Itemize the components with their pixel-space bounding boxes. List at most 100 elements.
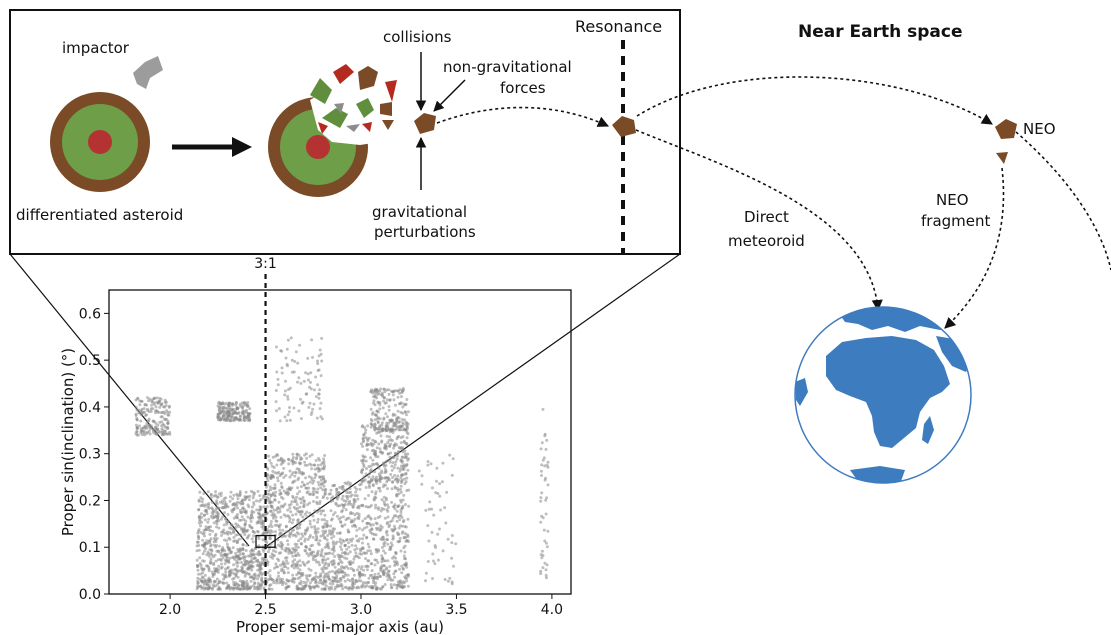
asteroid-point	[233, 557, 236, 561]
asteroid-point	[361, 459, 365, 463]
asteroid-point	[378, 480, 382, 484]
asteroid-point	[240, 536, 244, 540]
asteroid-point	[399, 510, 403, 514]
asteroid-point	[301, 400, 305, 404]
asteroid-point	[362, 439, 365, 442]
asteroid-point	[365, 536, 369, 540]
asteroid-point	[274, 519, 278, 523]
asteroid-point	[297, 376, 301, 380]
asteroid-point	[396, 466, 400, 470]
asteroid-point	[331, 582, 335, 586]
asteroid-point	[209, 557, 213, 561]
asteroid-point	[360, 425, 364, 429]
asteroid-point	[318, 348, 322, 352]
asteroid-point	[329, 509, 333, 513]
asteroid-point	[310, 551, 313, 555]
asteroid-point	[321, 558, 325, 562]
asteroid-point	[266, 560, 270, 564]
asteroid-point	[279, 481, 283, 485]
asteroid-point	[286, 571, 290, 575]
asteroid-point	[251, 490, 255, 494]
asteroid-point	[381, 585, 385, 589]
asteroid-point	[406, 517, 410, 521]
asteroid-point	[140, 433, 144, 437]
asteroid-point	[376, 575, 379, 579]
asteroid-point	[407, 540, 410, 543]
asteroid-point	[378, 447, 382, 451]
asteroid-point	[291, 554, 295, 558]
asteroid-point	[374, 387, 377, 391]
asteroid-point	[397, 526, 401, 530]
asteroid-point	[320, 417, 324, 421]
asteroid-point	[243, 555, 247, 559]
asteroid-point	[343, 503, 347, 506]
asteroid-point	[209, 496, 213, 500]
asteroid-point	[321, 477, 325, 481]
asteroid-point	[292, 580, 296, 584]
asteroid-point	[303, 531, 307, 535]
asteroid-point	[244, 519, 248, 523]
asteroid-point	[266, 479, 270, 483]
asteroid-point	[392, 583, 396, 587]
asteroid-point	[539, 496, 543, 500]
asteroid-point	[417, 469, 421, 473]
asteroid-point	[441, 549, 445, 553]
antarctica-edge	[850, 466, 905, 483]
asteroid-point	[397, 450, 401, 454]
asteroid-point	[319, 415, 323, 419]
asteroid-point	[246, 535, 250, 539]
asteroid-point	[157, 411, 161, 414]
asteroid-point	[195, 587, 199, 591]
asteroid-point	[382, 387, 386, 391]
asteroid-point	[223, 511, 227, 515]
asteroid-point	[316, 527, 320, 531]
asteroid-point	[383, 583, 387, 586]
asteroid-point	[235, 587, 239, 591]
asteroid-point	[231, 586, 234, 590]
asteroid-point	[327, 587, 331, 591]
asteroid-point	[362, 436, 365, 440]
asteroid-point	[392, 446, 396, 450]
asteroid-point	[540, 474, 543, 477]
asteroid-point	[304, 476, 308, 480]
y-tick-label: 0.5	[79, 353, 101, 369]
asteroid-point	[220, 580, 224, 584]
asteroid-point	[539, 569, 543, 573]
asteroid-point	[161, 430, 164, 434]
asteroid-point	[195, 540, 199, 544]
resonance-label: Resonance	[575, 17, 662, 36]
asteroid-point	[317, 467, 321, 470]
asteroid-point	[322, 460, 326, 463]
asteroid-point	[541, 554, 545, 557]
asteroid-point	[291, 518, 295, 522]
asteroid-point	[207, 517, 211, 521]
asteroid-point	[366, 515, 370, 519]
asteroid-point	[197, 498, 201, 502]
asteroid-point	[373, 495, 377, 499]
asteroid-point	[353, 513, 357, 517]
asteroid-point	[163, 412, 167, 416]
asteroid-point	[393, 507, 397, 511]
asteroid-point	[145, 431, 149, 435]
asteroid-point	[246, 418, 250, 422]
asteroid-point	[238, 569, 242, 573]
asteroid-point	[379, 434, 383, 438]
asteroid-point	[450, 541, 454, 545]
asteroid-point	[296, 566, 300, 570]
asteroid-point	[234, 525, 238, 529]
asteroid-point	[351, 524, 354, 528]
asteroid-point	[276, 511, 280, 514]
asteroid-point	[373, 517, 377, 521]
asteroid-point	[278, 544, 282, 548]
asteroid-point	[207, 554, 211, 558]
asteroid-point	[394, 562, 397, 566]
asteroid-point	[213, 580, 217, 584]
asteroid-point	[386, 578, 390, 582]
asteroid-point	[400, 571, 404, 575]
asteroid-point	[282, 571, 286, 575]
asteroid-point	[346, 528, 350, 532]
asteroid-point	[403, 550, 407, 554]
asteroid-point	[382, 549, 385, 553]
asteroid-point	[302, 499, 306, 503]
asteroid-point	[274, 515, 278, 519]
